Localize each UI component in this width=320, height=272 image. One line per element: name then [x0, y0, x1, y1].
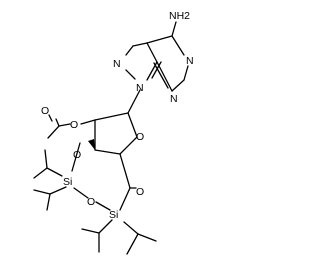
glycosidic-bond: [127, 89, 141, 114]
wedge-bond: [88, 139, 95, 150]
oxygen-5-label: O: [136, 186, 144, 198]
n3-label: N: [170, 93, 178, 105]
bridge-oxygen-label: O: [87, 196, 95, 208]
ribose-ring: [88, 112, 138, 155]
silicon-1-label: Si: [63, 176, 72, 188]
acetate-group: [47, 114, 96, 139]
n9-label: N: [136, 82, 144, 94]
ester-oxygen-label: O: [70, 119, 78, 131]
chemical-structure: NH2 N N N N O O O O Si O Si O: [33, 10, 194, 255]
silicon-2-label: Si: [109, 209, 118, 221]
nh2-label: NH2: [169, 10, 190, 22]
n1-label: N: [186, 55, 194, 67]
adenine-base: [125, 21, 189, 92]
carbonyl-oxygen-label: O: [41, 105, 49, 117]
ring-oxygen-label: O: [136, 131, 144, 143]
isopropyl-groups: [33, 149, 157, 255]
siloxane-ring: [71, 142, 137, 211]
n7-label: N: [113, 58, 121, 70]
oxygen-3-label: O: [73, 149, 81, 161]
